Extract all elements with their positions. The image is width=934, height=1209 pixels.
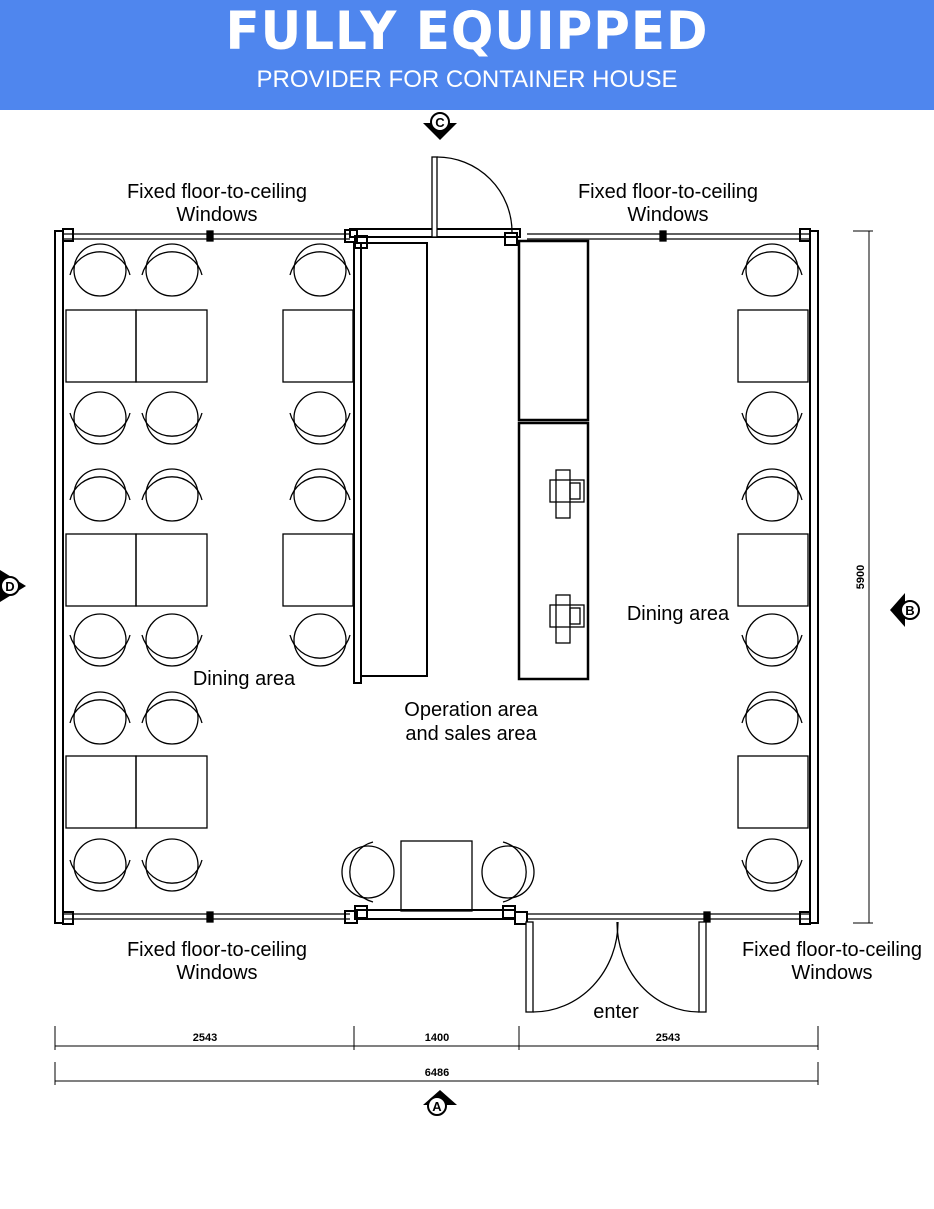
- upper-cabinet: [517, 239, 590, 422]
- marker-right-label: B: [905, 603, 914, 618]
- window-label-top-right-line2: Windows: [627, 204, 708, 226]
- chair: [481, 841, 535, 903]
- long-counter: [360, 242, 428, 677]
- chair: [69, 691, 131, 745]
- right-wall: [809, 230, 819, 924]
- chair: [69, 613, 131, 667]
- dimension-lines: [54, 230, 873, 1085]
- marker-top: C: [423, 112, 457, 140]
- window-label-bottom-left-line1: Fixed floor-to-ceiling: [127, 939, 307, 961]
- bottom-left-window: [62, 910, 358, 925]
- lower-cabinet: [517, 421, 590, 681]
- chair: [69, 391, 131, 445]
- chair: [141, 243, 203, 297]
- entrance-label: enter: [593, 1001, 639, 1023]
- back-door: [431, 156, 513, 238]
- chair: [289, 243, 351, 297]
- left-wall: [54, 230, 64, 924]
- bottom-right-window: [527, 911, 811, 925]
- chair: [741, 243, 803, 297]
- dining-area-right-label: Dining area: [627, 603, 730, 625]
- middle-tables: [282, 309, 354, 607]
- chair: [741, 613, 803, 667]
- appliance-1: [549, 469, 585, 519]
- chair: [141, 391, 203, 445]
- dimension-height: 5900: [855, 565, 867, 589]
- chairs: [69, 243, 803, 903]
- chair: [741, 838, 803, 892]
- marker-left-label: D: [5, 579, 14, 594]
- marker-top-label: C: [435, 115, 445, 130]
- chair: [141, 838, 203, 892]
- counter-edge: [353, 242, 362, 684]
- chair: [69, 468, 131, 522]
- chair: [741, 468, 803, 522]
- window-label-top-left-line1: Fixed floor-to-ceiling: [127, 181, 307, 203]
- bottom-center-table: [400, 840, 473, 912]
- appliance-2: [549, 594, 585, 644]
- chair: [741, 691, 803, 745]
- window-label-bottom-right-line2: Windows: [791, 962, 872, 984]
- header-banner: FULLY EQUIPPED PROVIDER FOR CONTAINER HO…: [0, 0, 934, 110]
- dimension-right-segment: 2543: [656, 1032, 680, 1044]
- chair: [69, 243, 131, 297]
- dimension-total: 6486: [425, 1067, 449, 1079]
- dimension-middle-segment: 1400: [425, 1032, 449, 1044]
- chair: [289, 391, 351, 445]
- chair: [741, 391, 803, 445]
- marker-left: D: [0, 570, 26, 602]
- window-label-bottom-right-line1: Fixed floor-to-ceiling: [742, 939, 922, 961]
- dining-area-left-label: Dining area: [193, 668, 296, 690]
- chair: [289, 468, 351, 522]
- page-title: FULLY EQUIPPED: [225, 0, 709, 62]
- marker-right: B: [890, 593, 920, 627]
- dimension-left-segment: 2543: [193, 1032, 217, 1044]
- chair: [341, 841, 395, 903]
- top-left-window: [62, 228, 358, 243]
- operation-area-label-line2: and sales area: [405, 723, 537, 745]
- top-right-window: [527, 228, 811, 242]
- chair: [69, 838, 131, 892]
- marker-bottom: A: [423, 1090, 457, 1116]
- chair: [141, 691, 203, 745]
- entrance-door: [525, 921, 707, 1013]
- marker-bottom-label: A: [432, 1099, 442, 1114]
- operation-area-label-line1: Operation area: [404, 699, 538, 721]
- page-subtitle: PROVIDER FOR CONTAINER HOUSE: [256, 66, 678, 93]
- chair: [289, 613, 351, 667]
- right-tables: [737, 309, 809, 829]
- window-label-top-right-line1: Fixed floor-to-ceiling: [578, 181, 758, 203]
- window-label-bottom-left-line2: Windows: [176, 962, 257, 984]
- left-tables: [65, 309, 208, 829]
- chair: [141, 613, 203, 667]
- chair: [141, 468, 203, 522]
- window-label-top-left-line2: Windows: [176, 204, 257, 226]
